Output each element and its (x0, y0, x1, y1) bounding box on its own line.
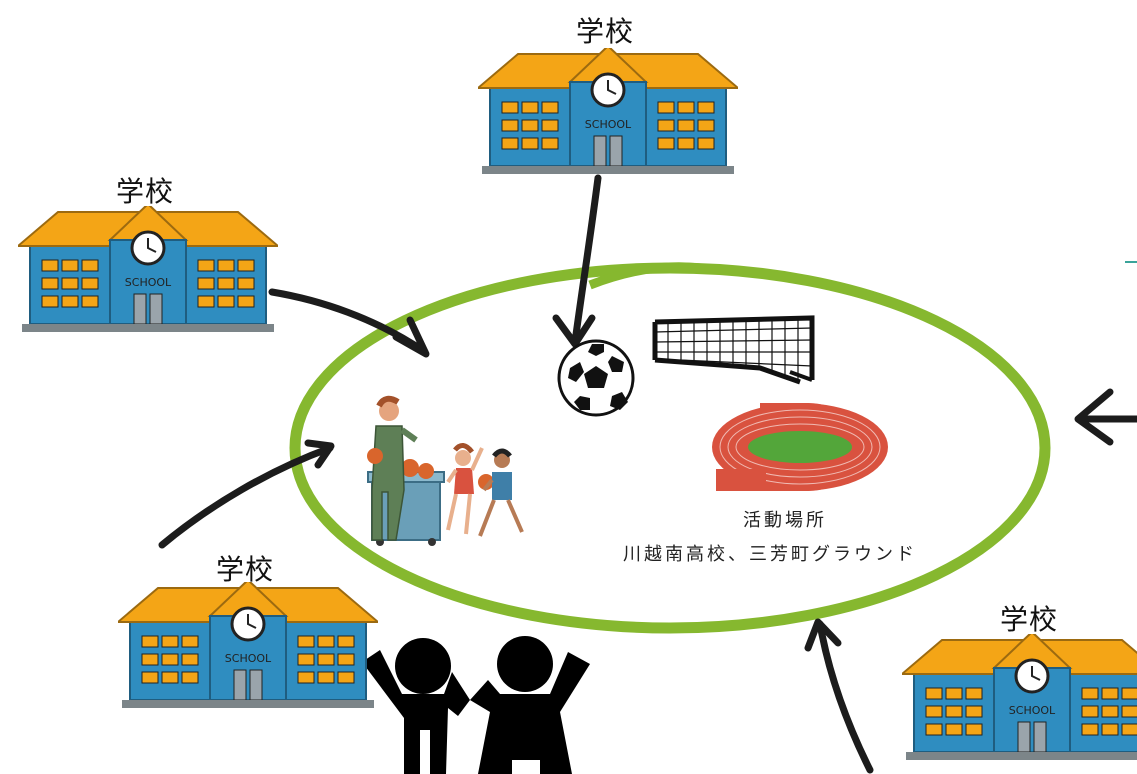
venue-heading: 活動場所 (743, 510, 827, 531)
arrow-from-bottom-right-school (804, 618, 874, 774)
children-silhouette-icon (362, 636, 590, 774)
school-label: 学校 (576, 15, 635, 48)
venue-places: 川越南高校、三芳町グラウンド (623, 544, 917, 565)
arrow-from-right (1074, 388, 1137, 446)
school-label: 学校 (116, 175, 175, 208)
school-building-icon: SCHOOL (478, 48, 738, 174)
svg-text:SCHOOL: SCHOOL (125, 276, 172, 289)
svg-text:SCHOOL: SCHOOL (585, 118, 632, 131)
school-bottom-left: 学校 SCHOOL (118, 548, 378, 716)
coach-and-kids-illustration (367, 395, 524, 546)
arrow-from-top-school (552, 174, 602, 348)
school-bottom-right: 学校 SCHOOL (902, 598, 1137, 766)
svg-text:SCHOOL: SCHOOL (225, 652, 272, 665)
activity-area-ring (289, 262, 1051, 634)
soccer-goal-icon (652, 315, 815, 385)
school-left: 学校 SCHOOL (18, 170, 278, 338)
svg-text:SCHOOL: SCHOOL (1009, 704, 1056, 717)
school-building-icon: SCHOOL (902, 634, 1137, 760)
arrow-from-left-school (268, 288, 430, 358)
arrow-from-bottom-left-school (158, 439, 335, 549)
school-top: 学校 SCHOOL (478, 10, 738, 178)
running-track-icon (712, 403, 888, 491)
school-label: 学校 (1000, 603, 1059, 636)
school-label: 学校 (216, 553, 275, 586)
school-building-icon: SCHOOL (118, 582, 378, 708)
soccer-ball-icon (557, 339, 635, 417)
school-building-icon: SCHOOL (18, 206, 278, 332)
